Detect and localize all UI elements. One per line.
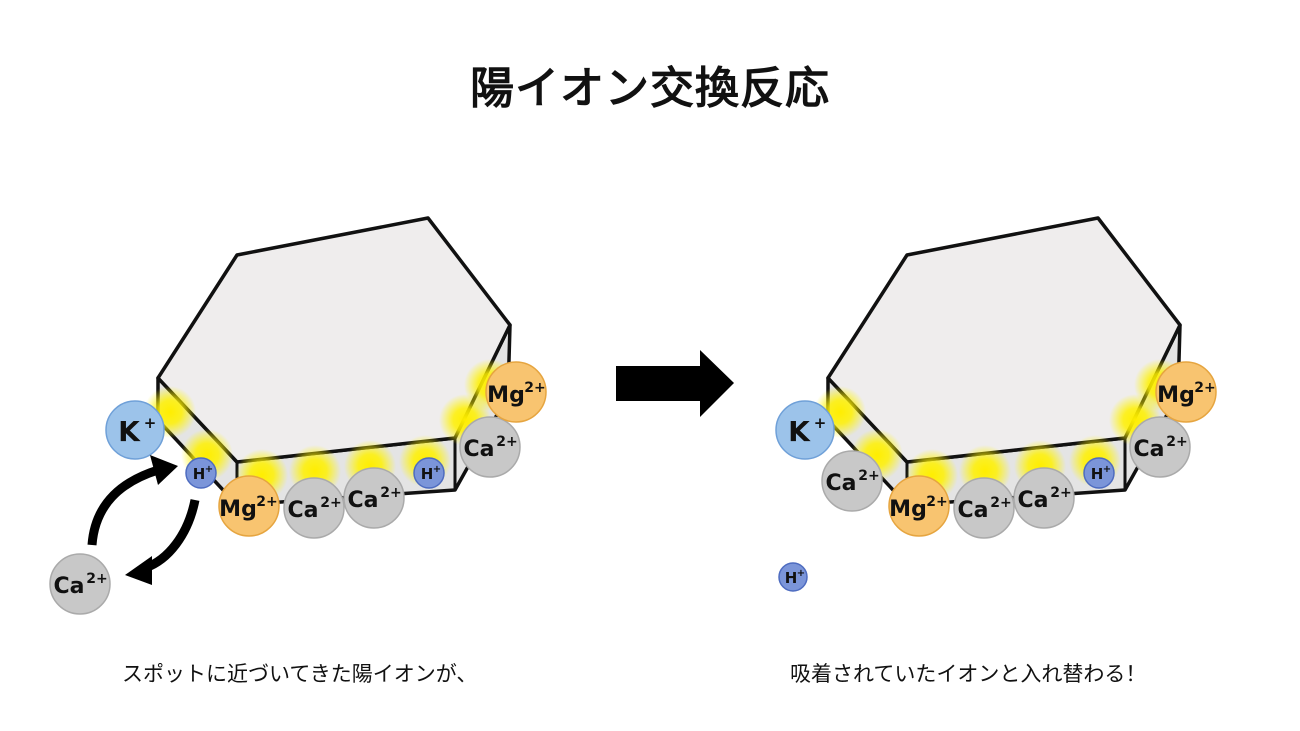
- ion-mg: Mg 2+: [218, 475, 280, 537]
- exchange-arrows: [87, 455, 200, 585]
- transition-arrow: [616, 350, 734, 417]
- ion-symbol: H: [1091, 465, 1104, 483]
- ion-k: K +: [105, 400, 165, 460]
- ion-charge: +: [144, 414, 157, 432]
- ion-charge: 2+: [1050, 485, 1071, 501]
- ion-h: H +: [1083, 457, 1115, 489]
- ion-ca: Ca 2+: [283, 477, 345, 539]
- ion-charge: 2+: [1166, 434, 1187, 450]
- ion-charge: 2+: [320, 495, 341, 511]
- ion-symbol: H: [193, 465, 206, 483]
- ion-mg: Mg 2+: [1155, 361, 1217, 423]
- ion-k: K +: [775, 400, 835, 460]
- ion-symbol: Mg: [889, 497, 927, 522]
- ion-charge: 2+: [524, 380, 545, 396]
- ion-symbol: Ca: [958, 498, 989, 523]
- ion-symbol: Ca: [1018, 488, 1049, 513]
- ion-ca-adsorbed: Ca 2+: [821, 450, 883, 512]
- ion-symbol: K: [788, 415, 811, 448]
- caption-before: スポットに近づいてきた陽イオンが、: [122, 662, 478, 686]
- ion-symbol: Ca: [464, 437, 495, 462]
- ion-ca: Ca 2+: [459, 416, 521, 478]
- ion-symbol: H: [785, 569, 798, 587]
- ion-charge: 2+: [926, 494, 947, 510]
- ion-h-released: H +: [778, 562, 808, 592]
- ion-charge: 2+: [990, 495, 1011, 511]
- ion-h: H +: [185, 457, 217, 489]
- ion-ca: Ca 2+: [343, 467, 405, 529]
- ion-symbol: Ca: [288, 498, 319, 523]
- ion-mg: Mg 2+: [485, 361, 547, 423]
- ion-charge: +: [205, 464, 213, 475]
- curved-arrow-up: [87, 465, 160, 546]
- ion-charge: 2+: [380, 485, 401, 501]
- arrow-head-up: [150, 455, 178, 485]
- ion-charge: +: [797, 568, 805, 579]
- ion-symbol: Mg: [487, 383, 525, 408]
- ion-ca: Ca 2+: [1013, 467, 1075, 529]
- ion-ca: Ca 2+: [1129, 416, 1191, 478]
- ion-ca: Ca 2+: [953, 477, 1015, 539]
- ion-mg: Mg 2+: [888, 475, 950, 537]
- page-title: 陽イオン交換反応: [470, 63, 830, 114]
- ion-symbol: Ca: [54, 574, 85, 599]
- ion-charge: 2+: [858, 468, 879, 484]
- ion-charge: +: [433, 464, 441, 475]
- ion-charge: 2+: [86, 571, 107, 587]
- curved-arrow-down: [143, 499, 200, 573]
- ion-ca-incoming: Ca 2+: [49, 553, 111, 615]
- ion-charge: 2+: [496, 434, 517, 450]
- ion-charge: +: [1103, 464, 1111, 475]
- caption-after: 吸着されていたイオンと入れ替わる！: [790, 662, 1147, 686]
- arrow-head-down: [125, 556, 152, 585]
- ion-charge: +: [814, 414, 827, 432]
- ion-h: H +: [413, 457, 445, 489]
- ion-symbol: Mg: [219, 497, 257, 522]
- ion-symbol: Ca: [348, 488, 379, 513]
- ion-symbol: Mg: [1157, 383, 1195, 408]
- ion-symbol: H: [421, 465, 434, 483]
- ion-charge: 2+: [256, 494, 277, 510]
- ion-symbol: Ca: [1134, 437, 1165, 462]
- ion-charge: 2+: [1194, 380, 1215, 396]
- ion-symbol: K: [118, 415, 141, 448]
- ion-symbol: Ca: [826, 471, 857, 496]
